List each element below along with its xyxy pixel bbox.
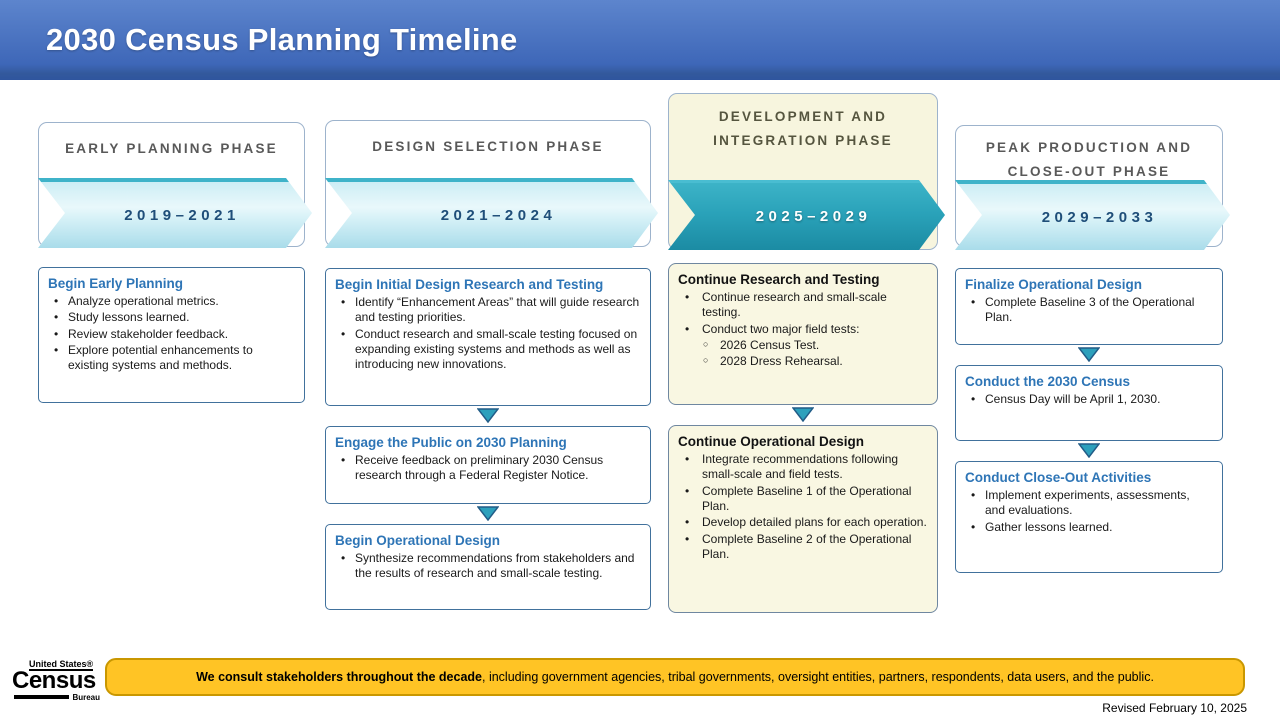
bullet-item: Conduct research and small-scale testing… — [335, 327, 641, 373]
activity-box-title: Engage the Public on 2030 Planning — [335, 435, 567, 450]
census-bureau-logo: United States® Census Bureau — [12, 654, 100, 702]
bullet-item: Conduct two major field tests: — [678, 322, 928, 338]
activity-box-title: Begin Operational Design — [335, 533, 501, 548]
triangle-down-icon — [477, 506, 499, 521]
activity-box: Continue Operational DesignIntegrate rec… — [668, 425, 938, 613]
activity-bullet-list: Integrate recommendations following smal… — [678, 452, 928, 563]
phase-title: DESIGN SELECTION PHASE — [372, 139, 604, 154]
logo-underline-bar — [14, 694, 70, 699]
bullet-item: Implement experiments, assessments, and … — [965, 488, 1213, 519]
bullet-item: Integrate recommendations following smal… — [678, 452, 928, 483]
activity-box-title: Begin Initial Design Research and Testin… — [335, 277, 604, 292]
phase-year-arrow: 2029–2033 — [955, 180, 1230, 250]
phase-year-arrow: 2021–2024 — [325, 178, 658, 248]
activity-bullet-list: Continue research and small-scale testin… — [678, 290, 928, 370]
bullet-item: Develop detailed plans for each operatio… — [678, 515, 928, 531]
phase-activity-boxes: Begin Early PlanningAnalyze operational … — [38, 267, 305, 403]
down-arrow-connector — [955, 347, 1223, 362]
activity-bullet-list: Census Day will be April 1, 2030. — [965, 392, 1213, 408]
phase-column: DEVELOPMENT AND INTEGRATION PHASE 2025–20… — [668, 93, 938, 613]
activity-box: Continue Research and TestingContinue re… — [668, 263, 938, 405]
activity-box: Finalize Operational DesignComplete Base… — [955, 268, 1223, 345]
triangle-down-icon — [477, 408, 499, 423]
phase-activity-boxes: Begin Initial Design Research and Testin… — [325, 268, 651, 610]
activity-box: Engage the Public on 2030 PlanningReceiv… — [325, 426, 651, 504]
bullet-item: Analyze operational metrics. — [48, 294, 295, 310]
phase-years: 2019–2021 — [124, 206, 240, 224]
banner-regular-text: , including government agencies, tribal … — [482, 670, 1154, 684]
logo-top-text: United States® — [29, 659, 94, 671]
down-arrow-connector — [668, 407, 938, 422]
phase-activity-boxes: Continue Research and TestingContinue re… — [668, 263, 938, 613]
logo-name-text: Census — [12, 667, 96, 694]
activity-bullet-list: Complete Baseline 3 of the Operational P… — [965, 295, 1213, 326]
page-title: 2030 Census Planning Timeline — [46, 22, 518, 57]
bullet-item: 2026 Census Test. — [678, 338, 928, 353]
phase-title: DEVELOPMENT AND INTEGRATION PHASE — [713, 109, 893, 148]
activity-box: Conduct Close-Out ActivitiesImplement ex… — [955, 461, 1223, 573]
bullet-item: Study lessons learned. — [48, 310, 295, 326]
triangle-down-icon — [1078, 347, 1100, 362]
phase-year-arrow: 2019–2021 — [38, 178, 312, 248]
title-banner: 2030 Census Planning Timeline — [0, 0, 1280, 80]
phase-title: EARLY PLANNING PHASE — [65, 141, 278, 156]
bullet-item: Explore potential enhancements to existi… — [48, 343, 295, 374]
down-arrow-connector — [325, 408, 651, 423]
activity-box-title: Conduct Close-Out Activities — [965, 470, 1152, 485]
phase-activity-boxes: Finalize Operational DesignComplete Base… — [955, 268, 1223, 573]
activity-box-title: Begin Early Planning — [48, 276, 184, 291]
activity-bullet-list: Synthesize recommendations from stakehol… — [335, 551, 641, 582]
phase-years: 2021–2024 — [440, 206, 557, 224]
activity-box-title: Continue Operational Design — [678, 434, 865, 449]
activity-box: Begin Initial Design Research and Testin… — [325, 268, 651, 406]
activity-box-title: Continue Research and Testing — [678, 272, 880, 287]
down-arrow-connector — [955, 443, 1223, 458]
activity-box: Begin Operational DesignSynthesize recom… — [325, 524, 651, 610]
activity-box-title: Finalize Operational Design — [965, 277, 1143, 292]
banner-bold-text: We consult stakeholders throughout the d… — [196, 670, 482, 684]
bullet-item: Review stakeholder feedback. — [48, 327, 295, 343]
phase-years: 2025–2029 — [755, 208, 872, 225]
activity-box: Conduct the 2030 CensusCensus Day will b… — [955, 365, 1223, 441]
phase-years: 2029–2033 — [1041, 208, 1158, 226]
bullet-item: Complete Baseline 1 of the Operational P… — [678, 484, 928, 515]
phase-year-arrow: 2025–2029 — [668, 180, 945, 250]
bullet-item: Identify “Enhancement Areas” that will g… — [335, 295, 641, 326]
activity-bullet-list: Analyze operational metrics.Study lesson… — [48, 294, 295, 374]
triangle-down-icon — [1078, 443, 1100, 458]
triangle-down-icon — [792, 407, 814, 422]
bullet-item: 2028 Dress Rehearsal. — [678, 354, 928, 369]
activity-bullet-list: Identify “Enhancement Areas” that will g… — [335, 295, 641, 373]
bullet-item: Complete Baseline 2 of the Operational P… — [678, 532, 928, 563]
bullet-item: Gather lessons learned. — [965, 520, 1213, 536]
activity-bullet-list: Implement experiments, assessments, and … — [965, 488, 1213, 535]
logo-sub-text: Bureau — [72, 692, 100, 702]
bullet-item: Complete Baseline 3 of the Operational P… — [965, 295, 1213, 326]
phase-title: PEAK PRODUCTION AND CLOSE-OUT PHASE — [985, 140, 1193, 179]
down-arrow-connector — [325, 506, 651, 521]
phase-column: PEAK PRODUCTION AND CLOSE-OUT PHASE 2029–… — [955, 125, 1223, 573]
bullet-item: Census Day will be April 1, 2030. — [965, 392, 1213, 408]
stakeholder-banner: We consult stakeholders throughout the d… — [105, 658, 1245, 696]
revised-date: Revised February 10, 2025 — [1102, 701, 1247, 715]
activity-bullet-list: Receive feedback on preliminary 2030 Cen… — [335, 453, 641, 484]
activity-box-title: Conduct the 2030 Census — [965, 374, 1131, 389]
bullet-item: Receive feedback on preliminary 2030 Cen… — [335, 453, 641, 484]
bullet-item: Continue research and small-scale testin… — [678, 290, 928, 321]
activity-box: Begin Early PlanningAnalyze operational … — [38, 267, 305, 403]
bullet-item: Synthesize recommendations from stakehol… — [335, 551, 641, 582]
